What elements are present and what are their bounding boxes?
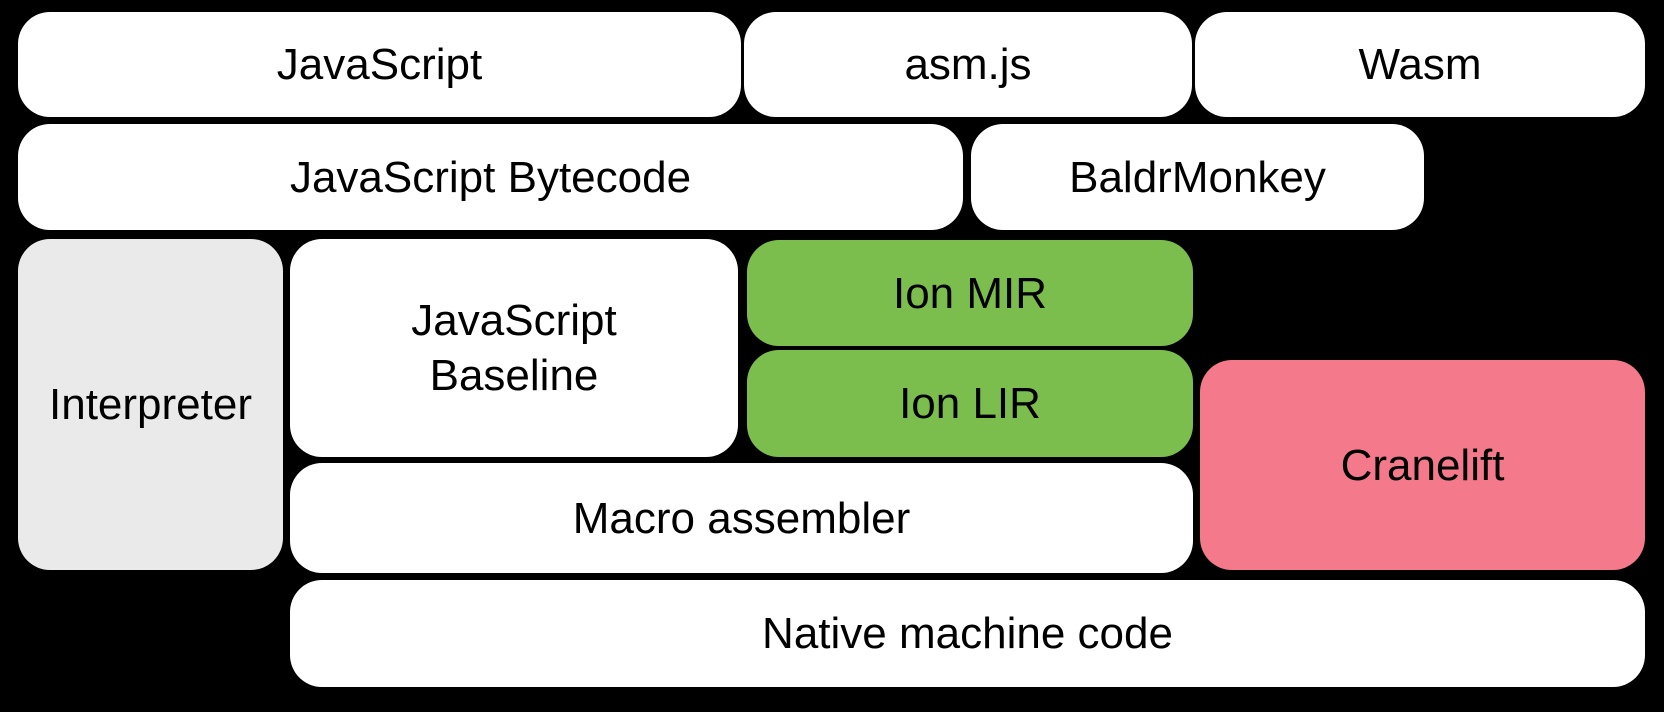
- box-macro-assembler: Macro assembler: [290, 463, 1193, 573]
- box-wasm-label: Wasm: [1358, 40, 1482, 89]
- box-asmjs: asm.js: [744, 12, 1192, 117]
- box-javascript-label: JavaScript: [276, 40, 483, 89]
- box-cranelift-label: Cranelift: [1340, 440, 1505, 490]
- box-baldrmonkey: BaldrMonkey: [971, 124, 1424, 230]
- box-javascript-bytecode-label: JavaScript Bytecode: [289, 152, 692, 202]
- box-javascript-baseline: JavaScript Baseline: [290, 239, 738, 457]
- box-native-machine-code-label: Native machine code: [762, 609, 1173, 658]
- box-macro-assembler-label: Macro assembler: [572, 493, 911, 543]
- box-ion-lir-label: Ion LIR: [899, 379, 1041, 428]
- box-ion-lir: Ion LIR: [747, 350, 1193, 457]
- box-native-machine-code: Native machine code: [290, 580, 1645, 687]
- box-wasm: Wasm: [1195, 12, 1645, 117]
- box-javascript-baseline-label: JavaScript Baseline: [411, 296, 617, 400]
- box-interpreter: Interpreter: [18, 239, 283, 570]
- box-asmjs-label: asm.js: [904, 40, 1032, 89]
- box-javascript: JavaScript: [18, 12, 741, 117]
- box-cranelift: Cranelift: [1200, 360, 1645, 570]
- box-ion-mir: Ion MIR: [747, 240, 1193, 346]
- box-baldrmonkey-label: BaldrMonkey: [1069, 152, 1326, 202]
- box-interpreter-label: Interpreter: [49, 380, 252, 429]
- box-ion-mir-label: Ion MIR: [892, 268, 1048, 318]
- box-javascript-bytecode: JavaScript Bytecode: [18, 124, 963, 230]
